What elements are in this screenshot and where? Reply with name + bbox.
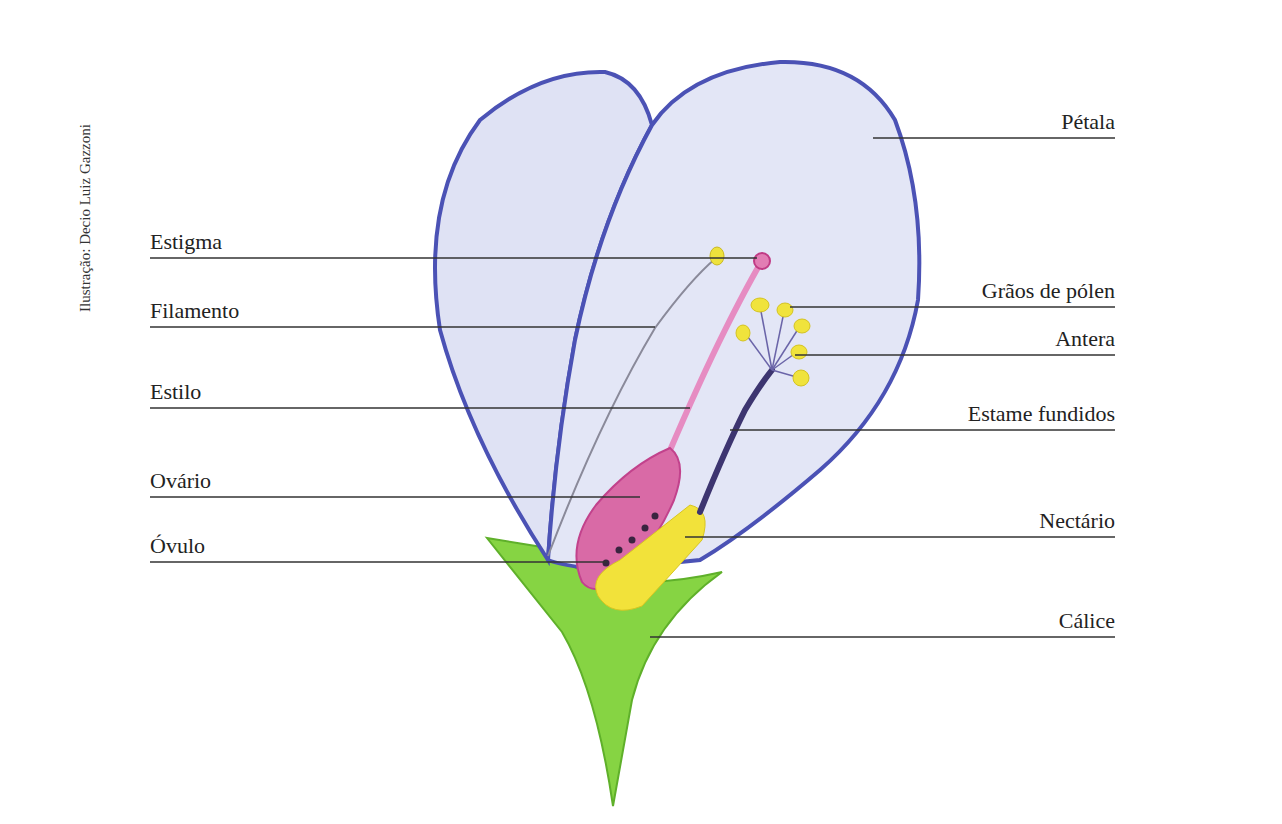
part-label: Pétala (1061, 109, 1115, 135)
credit-text: Ilustração: Decio Luiz Gazzoni (76, 124, 94, 312)
part-label: Nectário (1039, 508, 1115, 534)
leader-lines (150, 138, 1115, 637)
part-label: Estilo (150, 379, 201, 405)
part-label: Ovário (150, 468, 211, 494)
part-label: Grãos de pólen (982, 278, 1115, 304)
part-label: Óvulo (150, 533, 205, 559)
fused-stamen (700, 370, 772, 512)
pollen-anthers (736, 298, 810, 386)
part-label: Antera (1055, 326, 1115, 352)
ovule-dots (603, 513, 659, 567)
stamen-filaments (745, 306, 800, 378)
part-label: Estame fundidos (968, 401, 1115, 427)
right-petal (548, 62, 919, 570)
nectary-shape (596, 505, 706, 610)
part-label: Filamento (150, 298, 239, 324)
anther-dot (710, 247, 724, 265)
part-label: Cálice (1059, 608, 1115, 634)
style-line (668, 264, 760, 455)
part-label: Estigma (150, 229, 222, 255)
stigma-dot (754, 253, 770, 269)
